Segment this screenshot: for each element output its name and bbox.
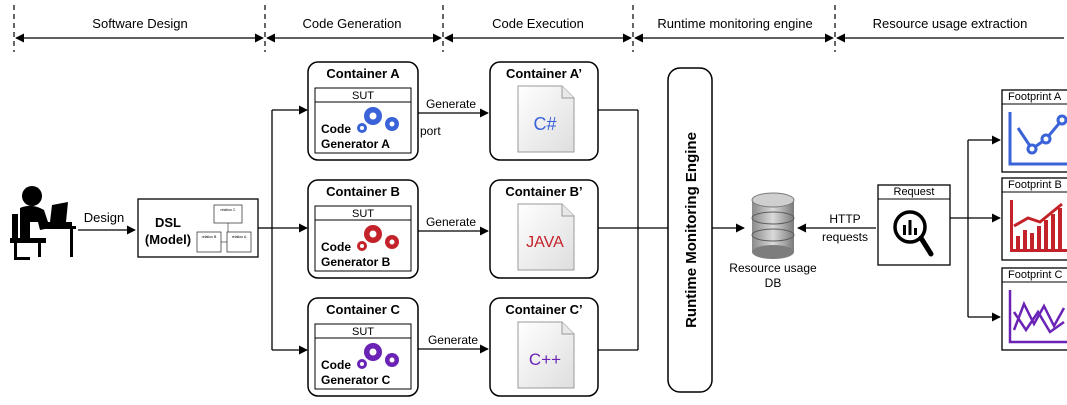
database-icon [751,192,795,259]
document-icon-b [517,203,575,271]
container-b-gen-line1: Code [321,240,351,254]
footprint-c-label: Footprint C [1008,269,1062,281]
container-b-prime-title: Container B’ [505,184,582,199]
line-chart-icon-a [1008,112,1067,166]
uml-mini-diagram: relation C relation B relation A [196,204,252,253]
bar-chart-icon-b [1010,200,1067,252]
db-label-line2: DB [765,276,782,290]
multi-line-chart-icon-c [1008,290,1067,344]
uml-relation-b: relation B [202,235,217,239]
generate-arrows [418,108,489,354]
document-icon-a [517,85,575,153]
footprint-b-panel: Footprint B [1001,177,1067,261]
request-label: Request [894,186,935,198]
container-b-prime: Container B’ JAVA [489,179,599,279]
footprint-a-label: Footprint A [1008,91,1062,103]
container-a-gen-line1: Code [321,122,351,136]
container-a-title: Container A [326,66,400,81]
footprint-b-label: Footprint B [1008,179,1062,191]
footprint-c-panel: Footprint C [1001,267,1067,351]
footprint-fanout-arrows [950,135,1001,322]
container-c-sut: SUT [352,326,374,338]
gears-icon-a [357,107,399,133]
http-label-line1: HTTP [829,212,860,226]
container-a-sut: SUT [352,90,374,102]
container-b-gen-line2: Generator B [321,255,391,269]
uml-relation-a: relation A [232,235,247,239]
db-label-line1: Resource usage [729,261,817,275]
footprint-a-panel: Footprint A [1001,89,1067,173]
document-icon-c [517,321,575,389]
generate-label-a: Generate [426,97,476,111]
generate-label-b: Generate [426,215,476,229]
phase-label-software-design: Software Design [92,16,187,31]
container-a-prime-title: Container A’ [506,66,582,81]
uml-relation-c: relation C [221,208,236,212]
phase-header: Software Design Code Generation Code Exe… [13,5,1064,52]
gears-icon-c [357,343,399,369]
container-b-sut: SUT [352,208,374,220]
container-b-title: Container B [326,184,400,199]
http-label-line2: requests [822,230,868,244]
dsl-title: DSL [155,215,181,230]
request-box: Request [877,184,951,266]
language-label-a: C# [533,114,556,134]
phase-label-code-generation: Code Generation [302,16,401,31]
port-label: port [420,124,441,138]
phase-dividers [13,5,836,52]
container-c-prime-title: Container C’ [505,302,582,317]
gears-icon-b [357,225,399,251]
phase-label-code-execution: Code Execution [492,16,584,31]
dsl-model-box: DSL (Model) relation C relation B relati… [137,198,259,258]
container-a: Container A SUT Code Generator A [307,61,419,161]
developer-icon [10,186,76,260]
magnifier-chart-icon [893,210,934,257]
language-label-c: C++ [529,350,561,369]
container-b: Container B SUT Code Generator B [307,179,419,279]
engine-label: Runtime Monitoring Engine [683,132,700,328]
container-c-title: Container C [326,302,400,317]
dsl-fanout-arrows [258,105,308,355]
container-a-prime: Container A’ C# [489,61,599,161]
container-c-gen-line2: Generator C [321,373,391,387]
container-c: Container C SUT Code Generator C [307,297,419,397]
generate-label-c: Generate [428,333,478,347]
design-label: Design [84,210,124,225]
dsl-subtitle: (Model) [145,232,191,247]
runtime-monitoring-engine: Runtime Monitoring Engine [667,67,713,393]
container-c-gen-line1: Code [321,358,351,372]
container-c-prime: Container C’ C++ [489,297,599,397]
engine-input-lines [598,109,668,351]
phase-label-runtime-monitoring: Runtime monitoring engine [657,16,812,31]
container-a-gen-line2: Generator A [321,137,390,151]
phase-label-resource-usage-extraction: Resource usage extraction [873,16,1028,31]
language-label-b: JAVA [526,234,564,251]
